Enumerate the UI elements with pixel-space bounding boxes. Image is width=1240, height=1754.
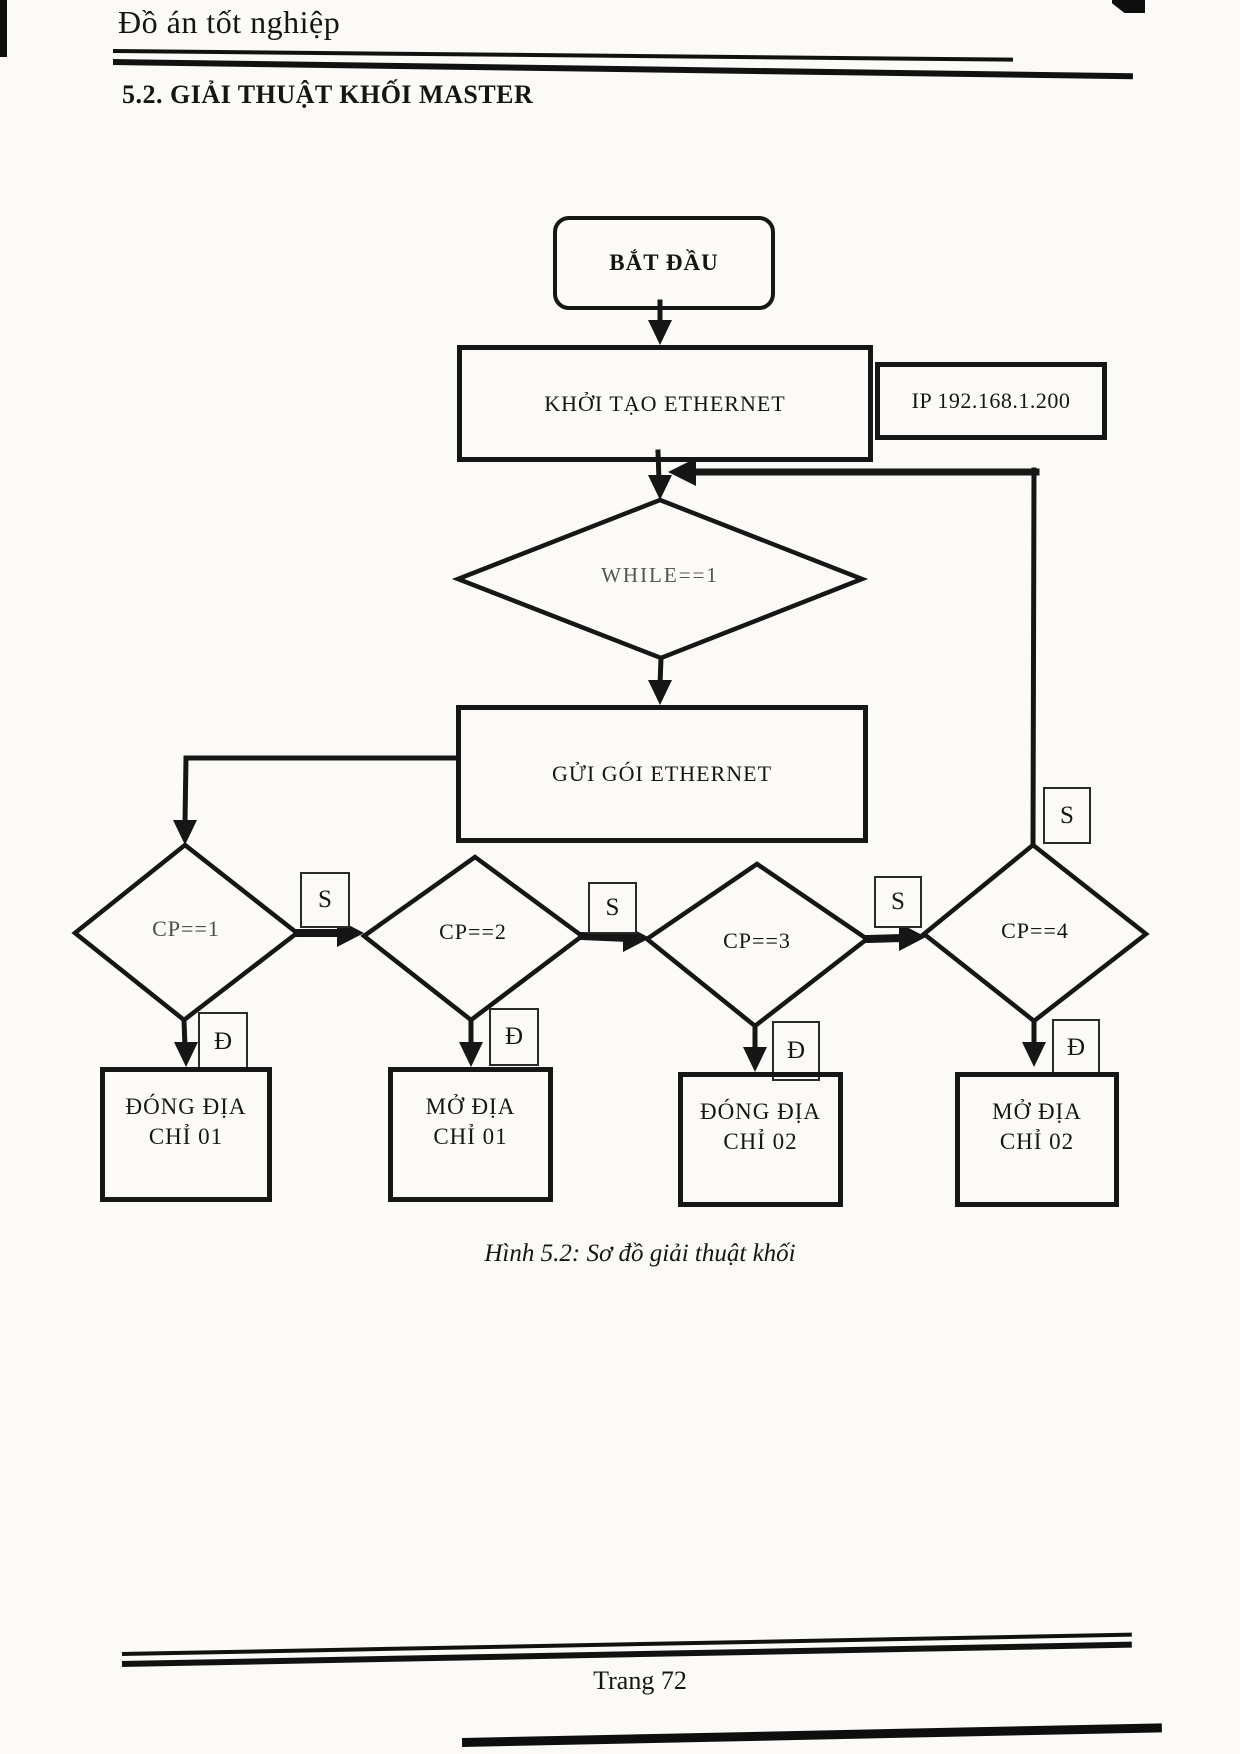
action-node-open-addr-02: MỞ ĐỊA CHỈ 02	[955, 1072, 1119, 1207]
decision-label-cp2: CP==2	[439, 919, 507, 944]
branch-yes-tag-1: Đ	[198, 1012, 248, 1072]
arrowhead-cp2-yes	[459, 1042, 483, 1067]
arrow-cp3-no	[862, 933, 910, 944]
branch-yes-tag-3: Đ	[772, 1021, 820, 1081]
action-label-line: CHỈ 02	[999, 1129, 1075, 1154]
arrow-while-to-send	[657, 655, 664, 688]
action-label-line: ĐÓNG ĐỊA	[699, 1099, 822, 1124]
action-label-line: CHỈ 01	[433, 1124, 508, 1149]
branch-no-tag-4: S	[1043, 787, 1091, 844]
action-label-line: ĐÓNG ĐỊA	[125, 1094, 247, 1119]
arrowhead-init-to-while	[648, 475, 672, 500]
decision-label-cp3: CP==3	[723, 928, 791, 953]
action-node-close-addr-01: ĐÓNG ĐỊA CHỈ 01	[100, 1067, 272, 1202]
scan-artifact-top-right	[1112, 0, 1145, 13]
ip-address-note: IP 192.168.1.200	[875, 362, 1107, 440]
arrowhead-start-to-init	[648, 320, 672, 345]
action-node-open-addr-01: MỞ ĐỊA CHỈ 01	[388, 1067, 553, 1202]
action-node-close-addr-02: ĐÓNG ĐỊA CHỈ 02	[678, 1072, 843, 1207]
start-node: BẮT ĐẦU	[553, 216, 775, 310]
init-ethernet-node: KHỞI TẠO ETHERNET	[457, 345, 873, 462]
feedback-line-vertical	[1030, 467, 1037, 848]
figure-caption: Hình 5.2: Sơ đồ giải thuật khối	[484, 1240, 796, 1267]
decision-label-cp4: CP==4	[1001, 918, 1069, 943]
action-label-line: MỞ ĐỊA	[425, 1094, 516, 1119]
header-rule-thin	[112, 49, 1013, 62]
branch-yes-tag-4: Đ	[1052, 1019, 1100, 1077]
arrowhead-cp1-yes	[174, 1042, 198, 1067]
arrowhead-cp3-yes	[743, 1047, 767, 1072]
while-diamond-label: WHILE==1	[601, 563, 719, 587]
header-rule-thick	[112, 59, 1133, 80]
scan-artifact-bottom-edge	[461, 1723, 1162, 1747]
arrowhead-cp4-yes	[1022, 1042, 1046, 1067]
arrowhead-while-to-send	[648, 680, 672, 705]
section-title: 5.2. GIẢI THUẬT KHỐI MASTER	[122, 80, 534, 109]
arrow-cp1-yes	[181, 1017, 188, 1051]
connector-send-to-cp1	[182, 755, 459, 825]
action-label-line: MỞ ĐỊA	[992, 1099, 1082, 1124]
arrow-cp2-no	[577, 931, 632, 943]
branch-no-tag-2: S	[588, 882, 637, 934]
scan-artifact-top-left	[0, 0, 7, 57]
branch-yes-tag-2: Đ	[489, 1008, 539, 1066]
arrowhead-feedback	[668, 458, 696, 486]
action-label-line: CHỈ 01	[148, 1124, 224, 1149]
send-packet-node: GỬI GÓI ETHERNET	[456, 705, 868, 843]
arrowhead-send-to-cp1	[173, 820, 197, 845]
action-label-line: CHỈ 02	[723, 1129, 798, 1154]
page-number: Trang 72	[593, 1666, 687, 1695]
page-header: Đồ án tốt nghiệp	[118, 4, 341, 40]
decision-label-cp1: CP==1	[152, 916, 220, 941]
branch-no-tag-1: S	[300, 872, 350, 928]
branch-no-tag-3: S	[874, 876, 922, 928]
